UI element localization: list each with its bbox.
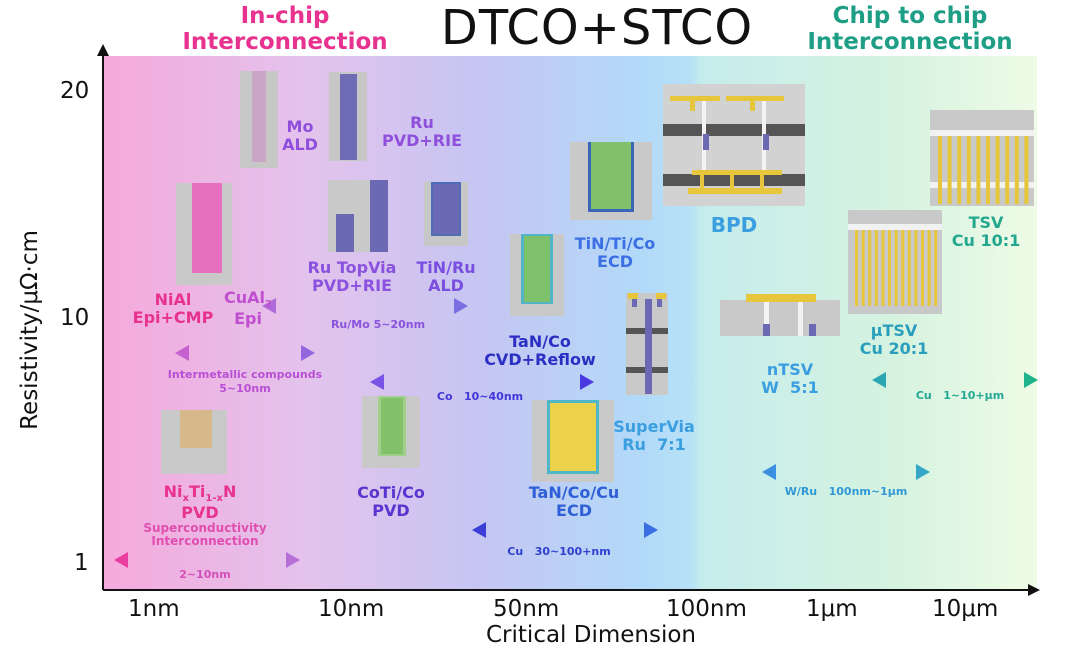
label-bpd: BPD: [710, 213, 758, 237]
y-tick-label: 1: [74, 550, 89, 576]
utsv-pillar: [934, 230, 938, 306]
range-label-intermetallic: Intermetallic compounds 5~10nm: [167, 368, 323, 395]
range-label-superconductivity: 2~10nm: [179, 568, 231, 581]
in-chip-title: In-chip Interconnection: [182, 3, 388, 55]
utsv-pillar: [881, 230, 885, 306]
label-mo-ald: Mo ALD: [282, 117, 318, 154]
label-utsv: μTSV Cu 20:1: [859, 321, 929, 358]
utsv-pillar: [888, 230, 891, 306]
utsv-pillar: [914, 230, 918, 306]
tsv-pillar: [986, 136, 990, 204]
tsv-pillar: [947, 136, 952, 204]
range-arrow-cu-1-10um: [872, 372, 1038, 388]
utsv-pillar: [894, 230, 898, 306]
label-coti-co: CoTi/Co PVD: [357, 483, 425, 520]
label-nial: NiAl Epi+CMP: [132, 290, 214, 327]
cual2-subscript: 2: [265, 299, 272, 311]
tsv-schematic: [930, 110, 1034, 206]
x-tick-label: 1μm: [806, 596, 858, 622]
label-supervia: SuperVia Ru 7:1: [613, 417, 695, 454]
range-arrow-co: [370, 374, 594, 390]
tsv-pillar: [995, 136, 1000, 204]
tsv-pillar: [1014, 136, 1019, 204]
label-ru-pvd-rie: Ru PVD+RIE: [382, 113, 462, 150]
coti-co-schematic: [362, 396, 420, 468]
range-arrow-w-ru: [762, 464, 930, 480]
label-ru-topvia: Ru TopVia PVD+RIE: [307, 258, 397, 295]
range-label-w-ru: W/Ru 100nm~1μm: [784, 485, 908, 498]
x-tick-label: 10μm: [932, 596, 999, 622]
supervia-schematic: [626, 293, 668, 395]
range-label-cu-1-10um: Cu 1~10+μm: [915, 389, 1005, 402]
x-tick-label: 1nm: [128, 596, 180, 622]
ru-topvia-schematic: [328, 180, 388, 252]
label-tan-co-cu: TaN/Co/Cu ECD: [528, 483, 620, 520]
nitin-ti: Ti: [188, 482, 206, 501]
tan-co-schematic: [510, 234, 564, 316]
utsv-pillar: [921, 230, 924, 306]
tsv-pillar: [966, 136, 971, 204]
nitin-n: N: [222, 482, 237, 501]
cual2-base: CuAl: [224, 288, 266, 307]
cual2-epi: Epi: [234, 309, 262, 329]
utsv-schematic: [848, 210, 942, 314]
x-tick-label: 10nm: [318, 596, 385, 622]
range-label-co: Co 10~40nm: [436, 390, 524, 403]
range-arrow-cu-30-100nm: [472, 522, 658, 538]
y-axis-arrow: [97, 44, 109, 56]
tsv-pillar: [1024, 136, 1029, 204]
nitin-pvd: PVD: [181, 503, 219, 523]
label-tin-ru-ald: TiN/Ru ALD: [416, 258, 476, 295]
x-axis-title: Critical Dimension: [486, 622, 697, 648]
x-tick-label: 50nm: [493, 596, 560, 622]
range-arrow-intermetallic: [175, 345, 315, 361]
label-ntsv: nTSV W 5:1: [761, 360, 819, 397]
nitin-1x: 1-x: [205, 493, 223, 505]
range-label-ru-mo: Ru/Mo 5~20nm: [330, 318, 426, 331]
nitin-pvd-schematic: [161, 410, 227, 474]
main-title: DTCO+STCO: [440, 0, 754, 56]
utsv-pillar: [861, 230, 865, 306]
tin-ti-co-ecd-schematic: [570, 142, 652, 220]
mo-ald-schematic: [240, 71, 278, 168]
range-arrow-superconductivity: [114, 552, 300, 568]
utsv-pillar: [874, 230, 878, 306]
tsv-pillar: [1005, 136, 1010, 204]
ru-pvd-rie-schematic: [329, 72, 367, 161]
y-axis-title: Resistivity/μΩ·cm: [17, 230, 43, 430]
x-axis-arrow: [1028, 584, 1040, 596]
utsv-pillar: [907, 230, 911, 306]
nitin-ni: Ni: [163, 482, 183, 501]
chip-to-chip-title: Chip to chip Interconnection: [807, 3, 1013, 55]
tsv-pillar: [938, 136, 942, 204]
nial-schematic: [176, 183, 232, 285]
range-label-cu-30-100nm: Cu 30~100+nm: [507, 545, 611, 558]
bpd-schematic: [663, 84, 805, 206]
utsv-pillar: [927, 230, 931, 306]
label-tin-ti-co: TiN/Ti/Co ECD: [574, 234, 656, 271]
tan-co-cu-schematic: [532, 400, 614, 482]
label-tsv: TSV Cu 10:1: [951, 213, 1021, 250]
tsv-pillar: [957, 136, 962, 204]
label-tan-co: TaN/Co CVD+Reflow: [484, 332, 596, 369]
utsv-pillar: [901, 230, 905, 306]
y-tick-label: 20: [60, 78, 90, 104]
label-superconductivity: Superconductivity Interconnection: [143, 521, 267, 549]
y-tick-label: 10: [60, 305, 90, 331]
x-tick-label: 100nm: [666, 596, 747, 622]
tin-ru-ald-schematic: [424, 182, 468, 246]
utsv-pillar: [868, 230, 872, 306]
ntsv-schematic: [720, 294, 840, 336]
nitin-x: x: [182, 493, 189, 505]
utsv-pillar: [855, 230, 858, 306]
tsv-pillar: [976, 136, 981, 204]
range-arrow-ru-mo: [262, 298, 468, 314]
